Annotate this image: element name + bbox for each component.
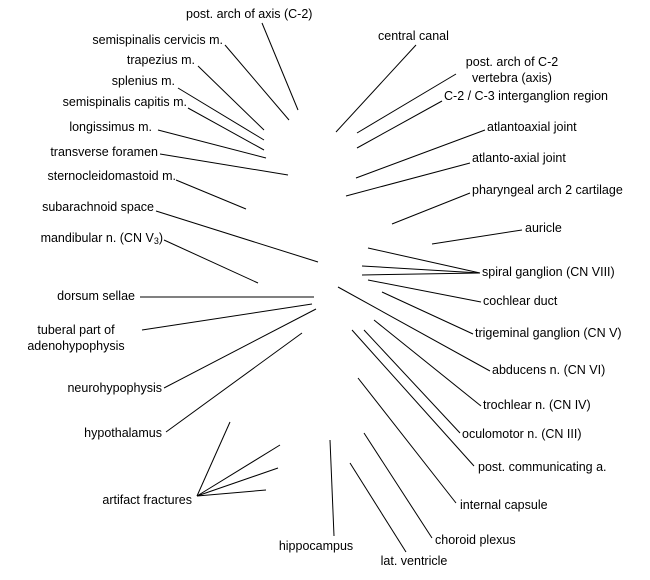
leader-line-hippocampus — [329, 439, 335, 537]
leader-line-abducens-n — [337, 286, 491, 372]
leader-line-choroid-plexus — [363, 432, 433, 539]
label-sternocleidomastoid: sternocleidomastoid m. — [47, 169, 176, 183]
label-c2-c3-interganglion: C-2 / C-3 interganglion region — [444, 89, 608, 103]
leader-line-trochlear-n — [373, 319, 482, 407]
label-spiral-ganglion: spiral ganglion (CN VIII) — [482, 265, 615, 279]
label-abducens-n: abducens n. (CN VI) — [492, 363, 606, 377]
label-tuberal-part: tuberal part of adenohypophysis — [10, 322, 142, 354]
leader-line-spiral-ganglion-1 — [367, 247, 481, 274]
leader-line-c2-c3-interganglion — [356, 100, 443, 149]
label-atlanto-axial-joint: atlanto-axial joint — [472, 151, 566, 165]
label-post-arch-c2-line1: post. arch of C-2 — [465, 55, 559, 69]
label-cochlear-duct: cochlear duct — [483, 294, 558, 308]
leader-line-spiral-ganglion-2 — [361, 265, 481, 274]
leader-line-splenius — [177, 87, 265, 141]
leader-line-auricle — [431, 229, 523, 245]
leader-line-trigeminal-ganglion — [381, 291, 474, 335]
leader-line-hypothalamus — [165, 332, 303, 433]
leader-line-atlanto-axial-joint — [345, 162, 471, 197]
leader-line-sternocleidomastoid — [175, 179, 247, 210]
label-post-arch-c2-line2: vertebra (axis) — [472, 71, 552, 85]
label-hypothalamus: hypothalamus — [84, 426, 162, 440]
leader-line-artifact-fracture-4 — [196, 489, 267, 497]
leader-line-atlantoaxial-joint — [355, 129, 486, 179]
leader-line-artifact-fracture-1 — [196, 421, 231, 497]
leader-line-internal-capsule — [357, 377, 457, 504]
leader-line-post-arch-c2 — [356, 73, 457, 134]
label-dorsum-sellae: dorsum sellae — [57, 289, 135, 303]
leader-line-semispinalis-capitis — [187, 107, 265, 151]
leader-line-longissimus — [157, 129, 267, 159]
leader-line-tuberal-part — [141, 303, 313, 331]
label-subarachnoid-space: subarachnoid space — [42, 200, 154, 214]
label-splenius: splenius m. — [111, 74, 175, 88]
label-oculomotor-n: oculomotor n. (CN III) — [462, 427, 582, 441]
label-post-arch-c2: post. arch of C-2 vertebra (axis) — [440, 54, 584, 86]
label-pharyngeal-arch: pharyngeal arch 2 cartilage — [472, 183, 623, 197]
leader-line-lat-ventricle — [349, 462, 407, 553]
label-lat-ventricle: lat. ventricle — [380, 554, 448, 568]
label-trochlear-n: trochlear n. (CN IV) — [483, 398, 591, 412]
label-auricle: auricle — [525, 221, 562, 235]
label-mandibular-n: mandibular n. (CN V3) — [40, 231, 163, 246]
leader-line-cochlear-duct — [367, 279, 482, 303]
label-transverse-foramen: transverse foramen — [50, 145, 158, 159]
label-trapezius: trapezius m. — [126, 53, 195, 67]
leader-line-subarachnoid-space — [155, 210, 319, 263]
leader-line-pharyngeal-arch — [391, 192, 471, 225]
leader-line-oculomotor-n — [363, 329, 461, 434]
leader-line-mandibular-n — [163, 239, 259, 284]
label-tuberal-part-line2: adenohypophysis — [27, 339, 125, 353]
leader-line-artifact-fracture-2 — [196, 444, 281, 497]
label-artifact-fractures: artifact fractures — [102, 493, 192, 507]
label-central-canal: central canal — [378, 29, 449, 43]
leader-line-semispinalis-cervicis — [224, 44, 290, 121]
label-internal-capsule: internal capsule — [460, 498, 548, 512]
label-post-communicating: post. communicating a. — [478, 460, 607, 474]
label-post-arch-axis: post. arch of axis (C-2) — [186, 7, 313, 21]
label-neurohypophysis: neurohypophysis — [67, 381, 162, 395]
leader-line-post-communicating — [351, 329, 475, 467]
leader-line-neurohypophysis — [163, 308, 317, 389]
label-longissimus: longissimus m. — [69, 120, 152, 134]
leader-line-transverse-foramen — [159, 153, 289, 176]
label-tuberal-part-line1: tuberal part of — [37, 323, 115, 337]
label-atlantoaxial-joint: atlantoaxial joint — [487, 120, 577, 134]
label-trigeminal-ganglion: trigeminal ganglion (CN V) — [475, 326, 622, 340]
label-hippocampus: hippocampus — [278, 539, 354, 553]
label-semispinalis-cervicis: semispinalis cervicis m. — [92, 33, 223, 47]
leader-line-artifact-fracture-3 — [196, 467, 279, 497]
label-semispinalis-capitis: semispinalis capitis m. — [62, 95, 187, 109]
leader-line-spiral-ganglion-3 — [361, 272, 481, 276]
leader-line-central-canal — [335, 44, 417, 133]
leader-line-trapezius — [197, 65, 265, 131]
leader-line-post-arch-axis — [261, 22, 299, 111]
label-choroid-plexus: choroid plexus — [435, 533, 516, 547]
